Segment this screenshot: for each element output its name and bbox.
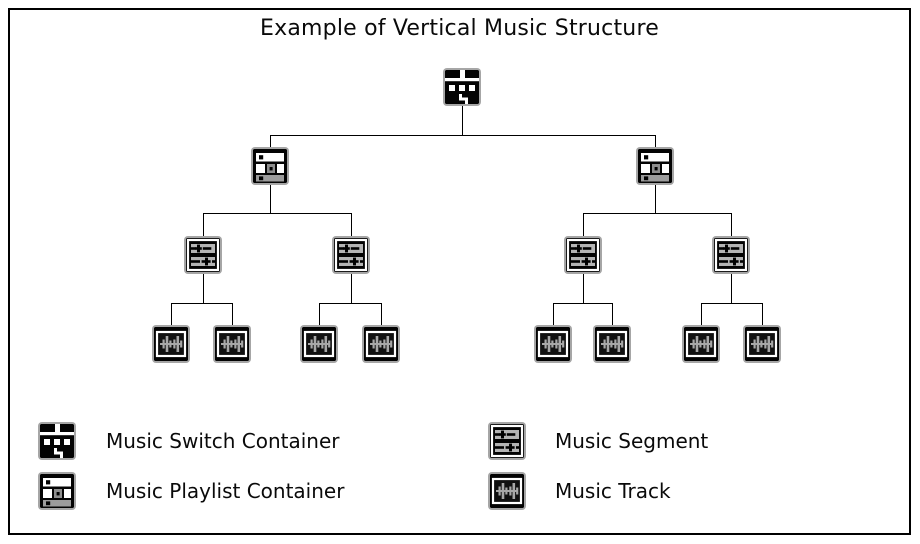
connector-line: [462, 104, 463, 135]
connector-line: [270, 135, 271, 150]
connector-line: [203, 272, 204, 303]
music-playlist-container-icon: [40, 474, 74, 508]
music-playlist-container-icon: [638, 149, 672, 183]
music-segment-icon: [714, 238, 748, 272]
connector-line: [319, 303, 320, 328]
connector-line: [583, 213, 732, 214]
connector-line: [270, 183, 271, 213]
connector-line: [701, 303, 763, 304]
music-track-icon: [302, 327, 336, 361]
music-track-icon: [595, 327, 629, 361]
diagram-title: Example of Vertical Music Structure: [260, 16, 659, 41]
legend-label: Music Switch Container: [106, 429, 340, 453]
music-segment-icon: [566, 238, 600, 272]
connector-line: [351, 272, 352, 303]
connector-line: [553, 303, 554, 328]
music-switch-container-icon: [445, 70, 479, 104]
connector-line: [232, 303, 233, 328]
connector-line: [270, 135, 656, 136]
music-track-icon: [490, 474, 524, 508]
music-playlist-container-icon: [253, 149, 287, 183]
connector-line: [731, 213, 732, 239]
connector-line: [612, 303, 613, 328]
connector-line: [583, 213, 584, 239]
music-track-icon: [364, 327, 398, 361]
connector-line: [319, 303, 382, 304]
connector-line: [203, 213, 204, 239]
music-track-icon: [684, 327, 718, 361]
music-track-icon: [745, 327, 779, 361]
connector-line: [583, 272, 584, 303]
connector-line: [731, 272, 732, 303]
connector-line: [171, 303, 233, 304]
music-track-icon: [215, 327, 249, 361]
connector-line: [351, 213, 352, 239]
connector-line: [655, 135, 656, 150]
legend-label: Music Track: [555, 479, 671, 503]
music-segment-icon: [334, 238, 368, 272]
connector-line: [553, 303, 613, 304]
music-track-icon: [536, 327, 570, 361]
music-segment-icon: [186, 238, 220, 272]
connector-line: [655, 183, 656, 213]
music-track-icon: [154, 327, 188, 361]
connector-line: [762, 303, 763, 328]
connector-line: [381, 303, 382, 328]
connector-line: [203, 213, 352, 214]
connector-line: [171, 303, 172, 328]
music-segment-icon: [490, 424, 524, 458]
legend-label: Music Segment: [555, 429, 709, 453]
connector-line: [701, 303, 702, 328]
music-switch-container-icon: [40, 424, 74, 458]
diagram-border: [8, 8, 911, 535]
legend-label: Music Playlist Container: [106, 479, 345, 503]
